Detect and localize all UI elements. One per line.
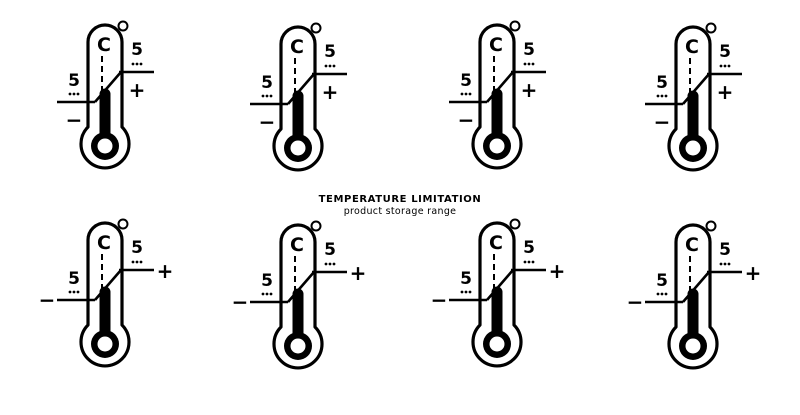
thermometer-icon-4: C5 5 − + (645, 22, 742, 172)
thermometer-body (272, 223, 324, 370)
unit-letter: C (97, 34, 111, 56)
low-value: 5 (460, 71, 472, 91)
range-diagonal (287, 73, 315, 105)
low-value: 5 (261, 271, 273, 291)
thermometer-body (667, 223, 719, 370)
low-value-dots (460, 92, 472, 96)
range-diagonal (486, 269, 514, 301)
plus-sign: + (157, 259, 174, 283)
plus-sign: + (322, 80, 339, 104)
high-value: 5 (324, 240, 336, 260)
plus-sign: + (521, 78, 538, 102)
high-value-dots (523, 260, 535, 264)
plus-sign: + (129, 78, 146, 102)
degree-symbol (509, 20, 521, 32)
degree-symbol (310, 22, 322, 34)
range-diagonal (94, 269, 122, 301)
degree-symbol (705, 220, 717, 232)
high-value-dots (131, 62, 143, 66)
degree-symbol (509, 218, 521, 230)
thermometer-body (471, 23, 523, 170)
caption-title: TEMPERATURE LIMITATION (318, 194, 482, 205)
low-value-dots (656, 292, 668, 296)
minus-sign: − (259, 110, 276, 134)
thermometer-body (79, 23, 131, 170)
minus-sign: − (458, 108, 475, 132)
minus-sign: − (627, 290, 644, 314)
minus-sign: − (39, 288, 56, 312)
range-diagonal (486, 71, 514, 103)
low-value-dots (68, 92, 80, 96)
caption-subtitle: product storage range (343, 206, 457, 217)
plus-sign: + (717, 80, 734, 104)
minus-sign: − (66, 108, 83, 132)
low-value: 5 (656, 271, 668, 291)
high-value-dots (719, 262, 731, 266)
degree-symbol (705, 22, 717, 34)
low-value: 5 (68, 269, 80, 289)
high-value: 5 (523, 238, 535, 258)
high-value-dots (324, 64, 336, 68)
low-value: 5 (68, 71, 80, 91)
minus-sign: − (431, 288, 448, 312)
thermometer-body (79, 221, 131, 368)
range-diagonal (287, 271, 315, 303)
low-value: 5 (656, 73, 668, 93)
degree-symbol (310, 220, 322, 232)
high-value: 5 (131, 238, 143, 258)
high-value: 5 (523, 40, 535, 60)
low-value-dots (261, 292, 273, 296)
plus-sign: + (350, 261, 367, 285)
unit-letter: C (489, 232, 503, 254)
high-value: 5 (719, 240, 731, 260)
low-value-dots (656, 94, 668, 98)
degree-symbol (117, 218, 129, 230)
thermometer-body (667, 25, 719, 172)
high-value-dots (131, 260, 143, 264)
unit-letter: C (489, 34, 503, 56)
high-value: 5 (324, 42, 336, 62)
high-value-dots (324, 262, 336, 266)
thermometer-body (471, 221, 523, 368)
high-value-dots (523, 62, 535, 66)
unit-letter: C (685, 36, 699, 58)
thermometer-icon-6: C55−+ (232, 220, 367, 370)
thermometer-icon-2: C5 5 − + (250, 22, 347, 172)
low-value-dots (261, 94, 273, 98)
high-value-dots (719, 64, 731, 68)
degree-symbol (117, 20, 129, 32)
thermometer-icon-7: C55−+ (431, 218, 566, 368)
low-value: 5 (261, 73, 273, 93)
thermometer-icon-5: C55−+ (39, 218, 174, 368)
low-value-dots (460, 290, 472, 294)
minus-sign: − (654, 110, 671, 134)
high-value: 5 (131, 40, 143, 60)
high-value: 5 (719, 42, 731, 62)
range-diagonal (94, 71, 122, 103)
low-value: 5 (460, 269, 472, 289)
thermometer-body (272, 25, 324, 172)
unit-letter: C (685, 234, 699, 256)
minus-sign: − (232, 290, 249, 314)
thermometer-icon-1: C5 5 − + (57, 20, 154, 170)
range-diagonal (682, 73, 710, 105)
plus-sign: + (745, 261, 762, 285)
low-value-dots (68, 290, 80, 294)
thermometer-icon-3: C5 5 − + (449, 20, 546, 170)
unit-letter: C (97, 232, 111, 254)
plus-sign: + (549, 259, 566, 283)
unit-letter: C (290, 36, 304, 58)
unit-letter: C (290, 234, 304, 256)
range-diagonal (682, 271, 710, 303)
thermometer-icon-8: C55−+ (627, 220, 762, 370)
